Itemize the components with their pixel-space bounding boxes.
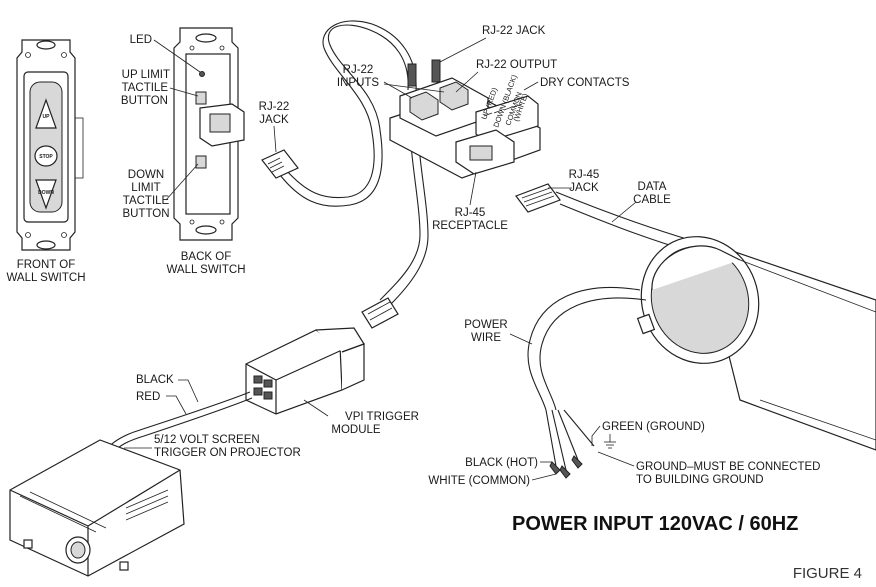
rj22-jack-left-label-2: JACK: [259, 114, 289, 126]
red-wire-label: RED: [136, 391, 160, 403]
back-wall-switch: [173, 27, 245, 241]
front-switch-label-1: FRONT OF: [17, 259, 76, 271]
rj22-jack-board-2: [431, 59, 441, 83]
control-board: [389, 59, 541, 179]
black-wire-label: BLACK: [136, 374, 174, 386]
down-limit-button[interactable]: [195, 155, 207, 169]
projector-trigger-label-1: 5/12 VOLT SCREEN: [154, 434, 260, 446]
power-wire-label-1: POWER: [464, 319, 507, 331]
down-limit-label-3: TACTILE: [123, 195, 170, 207]
stop-button[interactable]: [34, 145, 58, 167]
back-switch-label-1: BACK OF: [181, 251, 231, 263]
led-indicator: [199, 71, 205, 77]
vpi-trigger-label-2: MODULE: [331, 424, 381, 436]
data-cable-label-1: DATA: [638, 181, 667, 193]
rj45-plug: [515, 183, 561, 213]
rj45-jack-label-1: RJ-45: [569, 169, 600, 181]
vpi-trigger-module: [245, 327, 365, 415]
rj45-jack-label-2: JACK: [569, 182, 599, 194]
back-switch-label-2: WALL SWITCH: [166, 264, 245, 276]
green-ground-label: GREEN (GROUND): [602, 421, 705, 433]
rj22-jack-left-label-1: RJ-22: [259, 101, 290, 113]
led-label: LED: [130, 34, 152, 46]
stop-button-label: STOP: [39, 154, 53, 160]
up-limit-label-2: TACTILE: [122, 82, 169, 94]
rj22-plug-module: [361, 297, 399, 329]
down-limit-label-4: BUTTON: [122, 208, 169, 220]
up-limit-label-1: UP LIMIT: [122, 69, 170, 81]
power-wire-label-2: WIRE: [471, 332, 501, 344]
power-wire-leads: [545, 409, 595, 479]
rj22-jack-board-1: [407, 63, 417, 87]
white-common-label: WHITE (COMMON): [428, 475, 530, 487]
up-button[interactable]: [35, 98, 57, 129]
up-limit-button[interactable]: [195, 91, 207, 105]
up-button-label: UP: [43, 114, 51, 120]
front-switch-label-2: WALL SWITCH: [6, 272, 85, 284]
down-limit-label-1: DOWN: [128, 169, 164, 181]
front-wall-switch: UP STOP DOWN: [16, 39, 84, 251]
ground-note-label-1: GROUND–MUST BE CONNECTED: [636, 461, 820, 473]
rj22-jack-wall: [209, 113, 231, 133]
down-limit-label-2: LIMIT: [131, 182, 160, 194]
rj22-output-label: RJ-22 OUTPUT: [476, 59, 557, 71]
ground-symbol-icon: [604, 434, 616, 449]
diagram-title: POWER INPUT 120VAC / 60HZ: [512, 513, 798, 535]
projector-lens: [70, 541, 86, 559]
data-cable-label-2: CABLE: [633, 194, 671, 206]
rj45-receptacle-label-1: RJ-45: [455, 207, 486, 219]
dry-contacts-label: DRY CONTACTS: [540, 77, 630, 89]
rj22-inputs-label-1: RJ-22: [343, 64, 374, 76]
vpi-trigger-label-1: VPI TRIGGER: [345, 411, 419, 423]
motor-tube: [636, 236, 876, 451]
rj22-inputs-label-2: INPUTS: [337, 77, 380, 89]
projector: [9, 439, 185, 577]
rj22-jack-top-label: RJ-22 JACK: [482, 25, 546, 37]
ground-note-label-2: TO BUILDING GROUND: [636, 474, 764, 486]
rj22-plug-loose: [261, 149, 299, 179]
down-button[interactable]: [35, 179, 57, 210]
down-button-label: DOWN: [38, 190, 54, 196]
rj45-receptacle-label-2: RECEPTACLE: [432, 220, 508, 232]
black-hot-label: BLACK (HOT): [465, 457, 538, 469]
up-limit-label-3: BUTTON: [121, 95, 168, 107]
figure-number: FIGURE 4: [793, 565, 862, 582]
projector-trigger-label-2: TRIGGER ON PROJECTOR: [154, 447, 301, 459]
